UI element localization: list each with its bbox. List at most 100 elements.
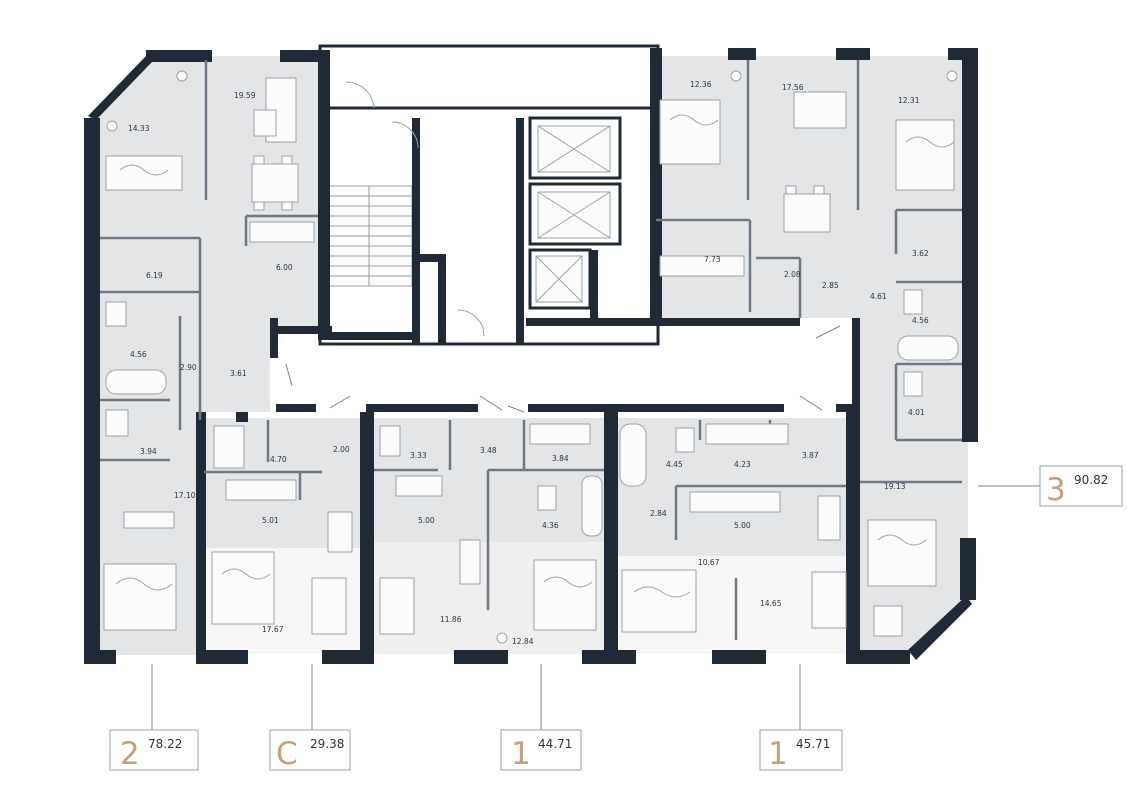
desk-icon [873, 605, 903, 637]
room-area: 2.85 [822, 281, 839, 290]
unit-callout-2[interactable]: 2 78.22 [109, 729, 199, 772]
interior-partitions [100, 60, 962, 640]
toilet-icon [903, 371, 923, 397]
unit-type: 1 [768, 736, 788, 772]
sofa-icon [811, 571, 847, 629]
stove-icon [249, 221, 315, 243]
toilet-icon [675, 427, 695, 453]
room-area: 17.56 [782, 83, 804, 92]
room-area: 2.00 [333, 445, 350, 454]
unit-type: 1 [511, 736, 531, 772]
sink-icon [705, 423, 789, 445]
room-area: 5.00 [418, 516, 435, 525]
unit-callouts: 2 78.22 C 29.38 1 44.71 1 45.71 3 90.82 [109, 465, 1123, 772]
room-area: 5.00 [734, 521, 751, 530]
unit-callout-c[interactable]: C 29.38 [269, 729, 351, 772]
unit-area: 45.71 [796, 737, 830, 751]
room-area: 4.36 [542, 521, 559, 530]
unit-callout-1a[interactable]: 1 44.71 [500, 729, 582, 772]
bathtub-icon [581, 475, 603, 537]
room-area: 4.70 [270, 455, 287, 464]
toilet-icon [105, 409, 129, 437]
exterior-walls [84, 48, 978, 664]
building-core [318, 44, 660, 346]
unit-area: 78.22 [148, 737, 182, 751]
shower-icon [213, 425, 245, 469]
stove-icon [659, 255, 745, 277]
room-area: 5.01 [262, 516, 279, 525]
sofa-icon [253, 77, 297, 143]
room-area: 4.56 [912, 316, 929, 325]
room-area: 14.65 [760, 599, 782, 608]
dining-table-icon [783, 185, 831, 233]
stove-icon [689, 491, 781, 513]
bed-icon [867, 519, 937, 587]
plant-icon [496, 632, 508, 644]
plant-icon [946, 70, 958, 82]
stove-icon [395, 475, 443, 497]
room-area: 3.62 [912, 249, 929, 258]
toilet-icon [105, 301, 127, 327]
bed-icon [533, 559, 597, 631]
room-area: 2.84 [650, 509, 667, 518]
room-area: 4.45 [666, 460, 683, 469]
unit-type: 2 [120, 736, 140, 772]
room-area: 3.61 [230, 369, 247, 378]
door-swing-icon [345, 81, 375, 109]
sofa-icon [379, 577, 415, 635]
dining-table-icon [251, 155, 299, 211]
room-area: 2.08 [784, 270, 801, 279]
bed-icon [895, 119, 955, 191]
room-area: 12.36 [690, 80, 712, 89]
dining-table-icon [459, 539, 481, 585]
room-area: 4.01 [908, 408, 925, 417]
bed-icon [105, 155, 183, 191]
unit-type: 3 [1046, 472, 1066, 508]
desk-icon [793, 91, 847, 129]
unit-callout-3[interactable]: 3 90.82 [1039, 465, 1123, 508]
furniture [103, 70, 959, 644]
plant-icon [730, 70, 742, 82]
sink-icon [529, 423, 591, 445]
room-area: 19.59 [234, 91, 256, 100]
room-area-labels: 14.33 19.59 6.00 6.19 4.56 2.90 3.61 3.9… [128, 80, 929, 646]
bathtub-icon [619, 423, 647, 487]
unit-3-area[interactable] [656, 56, 968, 655]
room-area: 2.90 [180, 363, 197, 372]
room-area: 3.84 [552, 454, 569, 463]
unit-callout-1b[interactable]: 1 45.71 [759, 729, 843, 772]
room-area: 10.67 [698, 558, 720, 567]
room-area: 6.19 [146, 271, 163, 280]
room-area: 19.13 [884, 482, 906, 491]
sofa-icon [311, 577, 347, 635]
bed-icon [621, 569, 697, 633]
toilet-icon [379, 425, 401, 457]
elevator-icon [528, 116, 622, 310]
room-area: 12.84 [512, 637, 534, 646]
unit-area: 29.38 [310, 737, 344, 751]
room-area: 6.00 [276, 263, 293, 272]
room-area: 4.61 [870, 292, 887, 301]
plant-icon [106, 120, 118, 132]
bed-icon [659, 99, 721, 165]
bathtub-icon [105, 369, 167, 395]
dining-table-icon [327, 511, 353, 553]
bathtub-icon [897, 335, 959, 361]
unit-area: 44.71 [538, 737, 572, 751]
room-area: 3.33 [410, 451, 427, 460]
room-area: 3.94 [140, 447, 157, 456]
unit-type: C [276, 736, 298, 772]
toilet-icon [903, 289, 923, 315]
stove-icon [225, 479, 297, 501]
room-area: 3.48 [480, 446, 497, 455]
toilet-icon [537, 485, 557, 511]
room-area: 4.56 [130, 350, 147, 359]
room-area: 14.33 [128, 124, 150, 133]
room-area: 17.67 [262, 625, 284, 634]
room-area: 7.73 [704, 255, 721, 264]
unit-area: 90.82 [1074, 473, 1108, 487]
plant-icon [176, 70, 188, 82]
room-area: 12.31 [898, 96, 920, 105]
stair-icon [325, 185, 413, 287]
